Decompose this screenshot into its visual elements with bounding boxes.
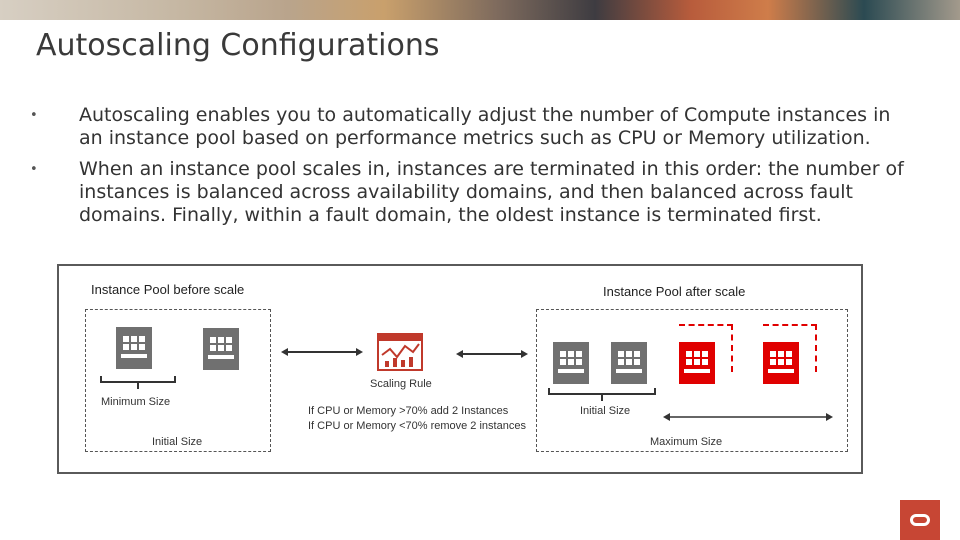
scaling-rule-label: Scaling Rule xyxy=(370,378,432,390)
maximum-size-label: Maximum Size xyxy=(650,436,723,448)
scaling-chart-icon xyxy=(377,333,423,371)
bullet-marker: • xyxy=(30,162,38,177)
new-instance-outline xyxy=(679,324,733,372)
new-instance-icon xyxy=(763,342,799,384)
instance-icon xyxy=(611,342,647,384)
bullet-item: • Autoscaling enables you to automatical… xyxy=(30,104,910,150)
bullet-list: • Autoscaling enables you to automatical… xyxy=(30,104,910,235)
bullet-item: • When an instance pool scales in, insta… xyxy=(30,158,910,227)
bullet-marker: • xyxy=(30,108,38,123)
initial-size-before-label: Initial Size xyxy=(152,436,203,448)
header-banner-image xyxy=(0,0,960,20)
after-pool-box xyxy=(536,309,848,452)
new-instance-icon xyxy=(679,342,715,384)
maximum-size-arrow xyxy=(663,413,833,421)
after-scale-label: Instance Pool after scale xyxy=(603,284,746,299)
rule-line: If CPU or Memory <70% remove 2 instances xyxy=(308,420,526,432)
oracle-ring-shape xyxy=(910,514,930,526)
rule-line: If CPU or Memory >70% add 2 Instances xyxy=(308,405,509,417)
initial-size-after-label: Initial Size xyxy=(580,405,631,417)
slide-title: Autoscaling Configurations xyxy=(36,28,440,63)
minimum-size-bracket xyxy=(100,376,176,389)
initial-size-bracket xyxy=(548,388,656,401)
new-instance-outline xyxy=(763,324,817,372)
oracle-logo-icon xyxy=(900,500,940,540)
instance-icon xyxy=(203,328,239,370)
double-arrow-icon xyxy=(281,348,363,356)
instance-icon xyxy=(553,342,589,384)
instance-icon xyxy=(116,327,152,369)
double-arrow-icon xyxy=(456,350,528,358)
before-pool-box xyxy=(85,309,271,452)
bullet-text: When an instance pool scales in, instanc… xyxy=(79,158,904,226)
bullet-text: Autoscaling enables you to automatically… xyxy=(79,104,891,149)
minimum-size-label: Minimum Size xyxy=(101,396,171,408)
autoscaling-diagram: Instance Pool before scale Instance Pool… xyxy=(57,264,863,474)
before-scale-label: Instance Pool before scale xyxy=(91,282,245,297)
